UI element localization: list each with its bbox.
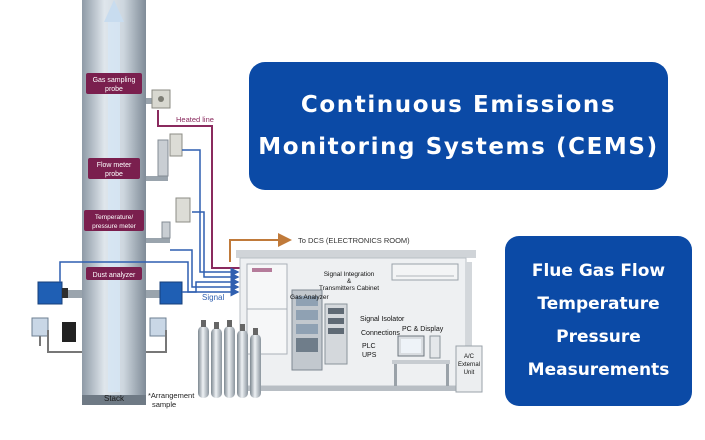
svg-text:probe: probe xyxy=(105,86,123,93)
title-banner: Continuous Emissions Monitoring Systems … xyxy=(249,62,668,190)
ac-external-unit xyxy=(455,345,483,393)
dust-analyzer-left xyxy=(37,281,82,305)
dcs-line xyxy=(229,233,292,262)
cabinet-label-3: Transmitters Cabinet xyxy=(319,285,379,292)
ac-label-2: External xyxy=(458,362,480,368)
flow-meter-probe-label: Flow meter probe xyxy=(88,158,140,179)
ac-label-3: Unit xyxy=(464,370,475,376)
signal-lines xyxy=(59,149,240,297)
measurement-item: Temperature xyxy=(537,294,660,314)
arrangement-note-1: *Arrangement xyxy=(148,391,195,400)
gas-analyzer-rack xyxy=(291,289,323,371)
pc-display xyxy=(392,335,450,386)
stack xyxy=(82,0,146,405)
heated-line-label: Heated line xyxy=(176,115,214,124)
arrangement-note-2: sample xyxy=(152,400,176,409)
purge-blowers xyxy=(31,317,167,353)
signal-isolator-rack xyxy=(324,303,348,365)
svg-text:Gas sampling: Gas sampling xyxy=(93,77,136,84)
temperature-pressure-probe xyxy=(146,197,191,243)
measurement-item: Measurements xyxy=(527,360,670,380)
cabinet-label-1: Signal Integration xyxy=(324,271,375,278)
transmitters-cabinet xyxy=(246,263,288,355)
gas-sampling-probe-label: Gas sampling probe xyxy=(86,73,142,94)
temperature-pressure-meter-label: Temperature/ pressure meter xyxy=(84,210,144,231)
heated-line xyxy=(157,110,240,269)
svg-text:Dust analyzer: Dust analyzer xyxy=(93,272,136,279)
to-dcs-label: To DCS (ELECTRONICS ROOM) xyxy=(298,236,410,245)
measurement-item: Flue Gas Flow xyxy=(531,261,666,281)
svg-text:Flow meter: Flow meter xyxy=(97,162,132,169)
svg-text:probe: probe xyxy=(105,171,123,178)
title-line-1: Continuous Emissions xyxy=(300,92,617,118)
title-line-2: Monitoring Systems (CEMS) xyxy=(258,134,659,160)
svg-text:pressure meter: pressure meter xyxy=(92,223,137,230)
flow-meter-probe xyxy=(146,133,183,181)
signal-isolator-label: Signal Isolator xyxy=(360,316,405,323)
gas-cylinders xyxy=(198,320,261,398)
stack-label: Stack xyxy=(104,394,125,403)
measurements-box: Flue Gas Flow Temperature Pressure Measu… xyxy=(505,236,692,406)
pc-display-label: PC & Display xyxy=(402,326,444,333)
plc-label: PLC xyxy=(362,343,376,350)
gas-analyzer-label: Gas Analyzer xyxy=(290,294,329,301)
ups-label: UPS xyxy=(362,352,377,359)
measurement-item: Pressure xyxy=(556,327,641,347)
air-conditioner xyxy=(391,263,459,281)
signal-label: Signal xyxy=(202,293,224,302)
cabinet-label-2: & xyxy=(347,278,352,285)
gas-sampling-probe xyxy=(146,89,171,109)
dust-analyzer-right xyxy=(146,281,183,305)
svg-text:Temperature/: Temperature/ xyxy=(95,214,133,221)
dust-analyzer-label: Dust analyzer xyxy=(86,267,142,280)
connections-label: Connections xyxy=(361,330,400,337)
ac-label-1: A/C xyxy=(464,354,475,360)
